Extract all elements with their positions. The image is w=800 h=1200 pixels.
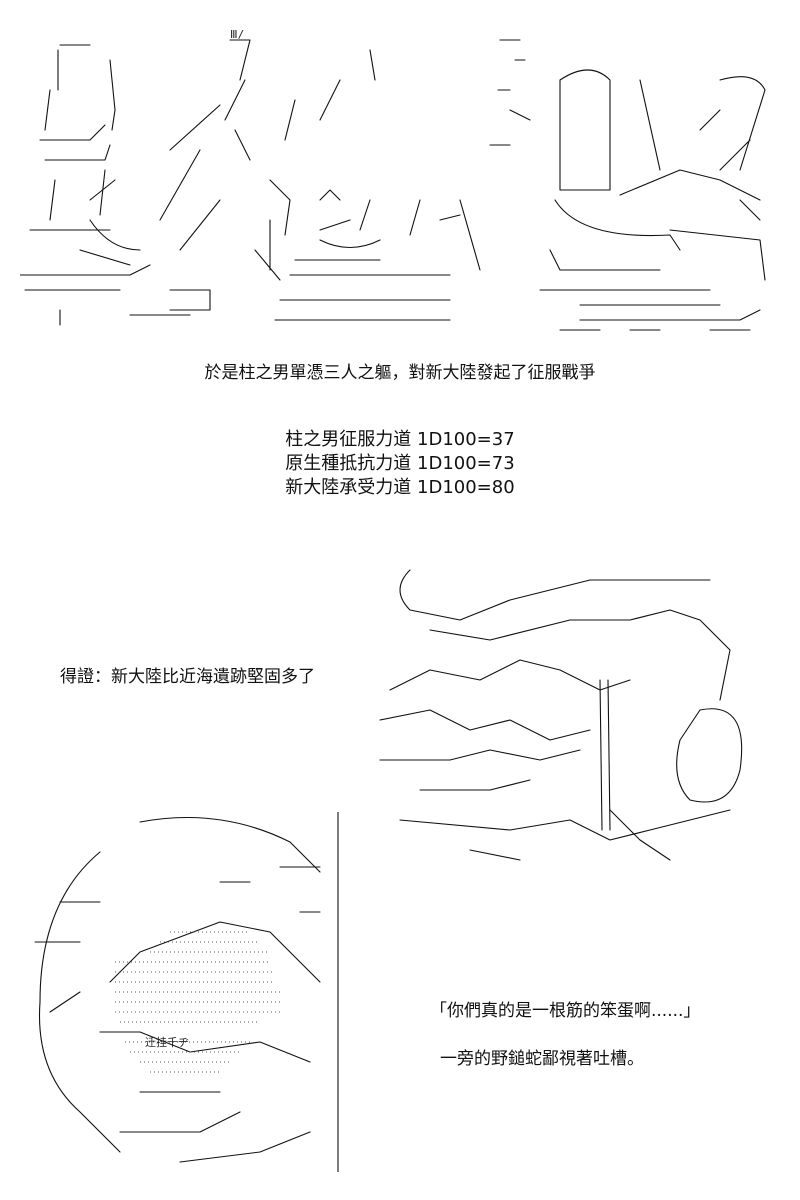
art-top-label: Ⅲ/ (230, 28, 244, 41)
right-figure (489, 39, 766, 331)
middle-figure (224, 39, 481, 321)
snake-outline (34, 812, 339, 1172)
snake-shading (115, 931, 280, 1073)
stat-line-resistance: 原生種抵抗力道 1D100=73 (285, 453, 515, 474)
ascii-art-snake: 迁挂千ヂ (20, 812, 345, 1172)
monster-outline (379, 569, 743, 861)
pillar-men-drawing: Ⅲ/ (20, 28, 766, 331)
monster-drawing (379, 569, 743, 861)
ascii-art-monster (370, 560, 770, 880)
art-sign-label: 迁挂千ヂ (145, 1035, 189, 1049)
stat-line-endurance: 新大陸承受力道 1D100=80 (285, 477, 515, 498)
caption-middle: 得證：新大陸比近海遺跡堅固多了 (60, 667, 315, 687)
dice-results: 柱之男征服力道 1D100=37 原生種抵抗力道 1D100=73 新大陸承受力… (0, 428, 800, 500)
caption-top: 於是柱之男單憑三人之軀，對新大陸發起了征服戰爭 (204, 363, 596, 383)
ascii-art-pillar-men: Ⅲ/ (20, 20, 780, 340)
stat-line-conquest: 柱之男征服力道 1D100=37 (285, 429, 515, 450)
narration-line: 一旁的野鎚蛇鄙視著吐槽。 (440, 1049, 644, 1069)
quote-line: 「你們真的是一根筋的笨蛋啊......」 (430, 1001, 701, 1021)
snake-drawing: 迁挂千ヂ (34, 812, 339, 1172)
left-figure (20, 44, 221, 326)
